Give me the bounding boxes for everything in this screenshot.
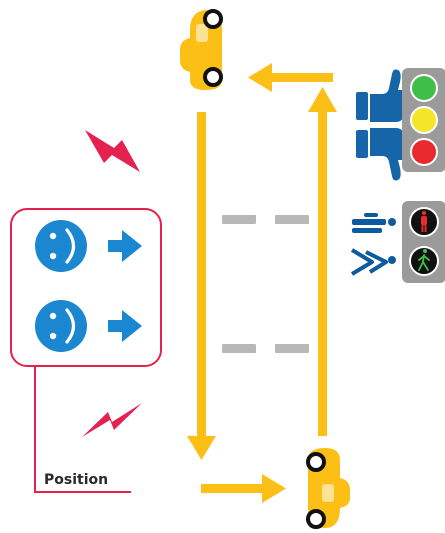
lane-dash <box>222 344 256 353</box>
lane-dash <box>275 215 309 224</box>
yellow-arrows <box>187 63 337 503</box>
smiley-icon <box>35 220 87 272</box>
driver-box <box>10 208 162 367</box>
pedestrian-light-icon <box>402 201 445 283</box>
lane-dash <box>222 215 256 224</box>
green-man-icon <box>418 249 430 271</box>
blue-arrow-icon <box>108 230 142 262</box>
left-arrow-icon <box>248 63 333 92</box>
right-arrow-icon <box>201 474 286 503</box>
down-arrow-icon <box>187 112 216 460</box>
position-connector <box>34 366 131 493</box>
standing-figure-icon <box>352 213 396 233</box>
green-light-icon <box>410 74 438 102</box>
thumbs-down-icon <box>356 128 409 181</box>
lane-dashes <box>222 215 309 353</box>
car-icon <box>306 448 350 529</box>
traffic-light-icon <box>402 68 445 172</box>
position-label: Position <box>44 472 109 488</box>
thumbs-up-icon <box>356 69 409 122</box>
lane-dash <box>275 344 309 353</box>
up-arrow-icon <box>308 87 337 436</box>
blue-arrow-icon <box>108 310 142 342</box>
smiley-icon <box>35 300 87 352</box>
lightning-icon <box>85 130 140 172</box>
car-icon <box>180 9 223 90</box>
red-man-icon <box>421 210 427 232</box>
red-light-icon <box>410 138 438 166</box>
lightning-icon <box>82 403 142 437</box>
walking-figure-icon <box>350 248 396 276</box>
yellow-light-icon <box>410 106 438 134</box>
